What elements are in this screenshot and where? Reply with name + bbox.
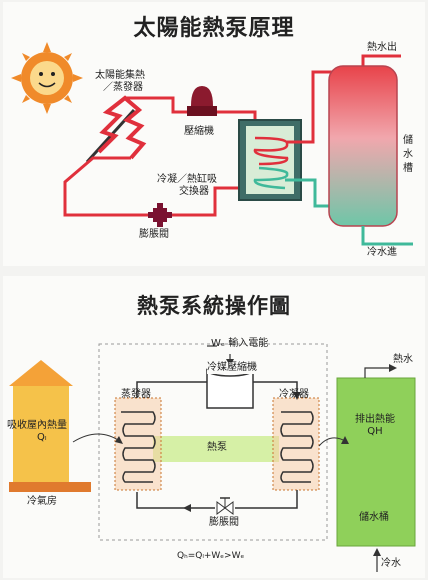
- tank-label-line2: 水: [403, 149, 413, 160]
- compressor-label: 壓縮機: [184, 126, 214, 137]
- expansion-valve-label: 膨脹閥: [139, 229, 169, 240]
- collector-label-line2: ／蒸發器: [103, 82, 143, 93]
- hot-water-out-label: 熱水出: [367, 42, 397, 53]
- condenser-label: 冷凝器: [279, 389, 309, 400]
- evaporator-coil: [121, 411, 156, 483]
- bottom-title: 熱泵系統操作圖: [137, 294, 291, 318]
- pipe-valve-to-evaporator: [136, 492, 215, 509]
- system-boundary: [98, 343, 328, 541]
- condenser-label-line2: 交換器: [179, 186, 209, 197]
- absorb-heat-arrow: [72, 433, 122, 443]
- solar-heat-pump-diagram: [11, 42, 413, 246]
- pipe-valve-to-exchanger: [165, 186, 251, 217]
- condenser-coil: [280, 411, 314, 483]
- energy-equation: Qₕ=Qₗ+Wₑ>Wₑ: [177, 551, 245, 561]
- heat-pump-band: [153, 436, 279, 462]
- condenser-label-line1: 冷凝／熱缸吸: [157, 174, 217, 185]
- pipe-collector-to-valve: [63, 156, 153, 217]
- pipe-cold-water-in: [361, 226, 413, 246]
- storage-tank-label: 儲水桶: [359, 512, 389, 523]
- cold-room-label: 冷氣房: [27, 496, 57, 507]
- expansion-valve-label: 膨脹閥: [209, 517, 239, 528]
- sun-icon: [11, 42, 83, 114]
- compressor-icon: [187, 86, 217, 116]
- hot-water-label: 熱水: [393, 354, 413, 365]
- heat-exchanger-box: [238, 119, 302, 201]
- absorb-heat-label-line1: 吸收屋內熱量: [7, 420, 67, 431]
- tank-label: 儲 水 槽: [403, 134, 413, 176]
- storage-tank: [336, 377, 416, 547]
- condenser-label: 冷凝／熱缸吸 交換器: [157, 174, 217, 198]
- pipe-hot-water-out: [361, 54, 401, 66]
- tank-label-line1: 儲: [403, 135, 413, 146]
- pipe-evaporator-to-compressor: [136, 381, 207, 398]
- pipe-condenser-to-valve: [235, 490, 298, 509]
- solar-heat-pump-panel: 太陽能熱泵原理: [3, 2, 425, 266]
- pipe-collector-to-compressor: [125, 96, 189, 114]
- release-heat-label: 排出熱能 QH: [355, 414, 395, 438]
- cold-water-in-label: 冷水進: [367, 247, 397, 258]
- pipe-compressor-to-condenser: [253, 381, 298, 396]
- collector-coil: [97, 95, 147, 160]
- heat-pump-operation-panel: 熱泵系統操作圖: [3, 276, 425, 578]
- compressor-label: 冷媒壓縮機: [207, 362, 257, 374]
- tank-label-line3: 槽: [403, 163, 413, 174]
- release-heat-label-line1: 排出熱能: [355, 414, 395, 425]
- pipe-exchanger-to-tank-hot: [287, 70, 333, 144]
- cold-water-label: 冷水: [381, 558, 401, 569]
- top-title: 太陽能熱泵原理: [133, 16, 295, 41]
- heat-pump-operation-diagram: [9, 343, 416, 572]
- cold-room-house: [9, 360, 91, 492]
- collector-label-line1: 太陽能集熱: [95, 70, 145, 81]
- expansion-valve-icon: [216, 497, 234, 515]
- power-input-label: Wₑ 輸入電能: [211, 338, 269, 349]
- release-heat-label-line2: QH: [367, 426, 383, 437]
- pipe-exchanger-to-tank-cold: [285, 178, 333, 208]
- absorb-heat-label: 吸收屋內熱量 Qₗ: [7, 420, 67, 444]
- expansion-valve-icon: [148, 203, 172, 227]
- evaporator-label: 蒸發器: [121, 389, 151, 400]
- hot-water-out-pipe: [364, 367, 391, 378]
- collector-label: 太陽能集熱 ／蒸發器: [95, 70, 145, 94]
- storage-tank: [328, 65, 398, 227]
- absorb-heat-label-line2: Qₗ: [37, 432, 47, 443]
- heat-pump-label: 熱泵: [207, 442, 227, 453]
